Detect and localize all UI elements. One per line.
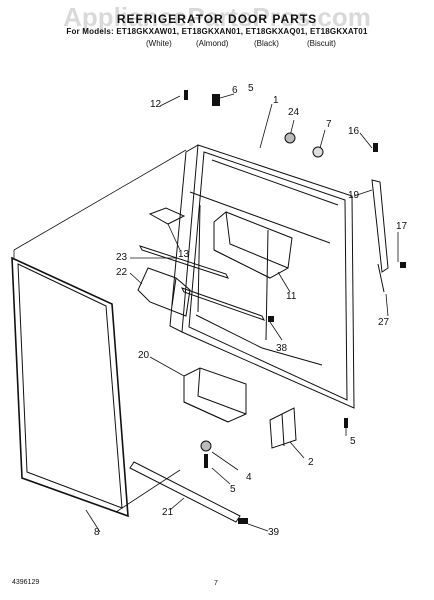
model-list: For Models: ET18GKXAW01, ET18GKXAN01, ET… bbox=[66, 27, 368, 36]
watermark: AppliancePartsPros.com bbox=[63, 2, 371, 32]
diagram-title: REFRIGERATOR DOOR PARTS bbox=[116, 12, 318, 26]
callout-21: 21 bbox=[162, 507, 174, 518]
callout-27: 27 bbox=[378, 317, 390, 328]
hardware bbox=[184, 90, 406, 524]
leader-lines bbox=[85, 93, 399, 533]
callout-5a: 5 bbox=[230, 484, 236, 495]
callout-11: 11 bbox=[286, 291, 297, 302]
shelf-bar-upper bbox=[139, 245, 229, 279]
callout-16: 16 bbox=[348, 126, 360, 137]
callout-5b: 5 bbox=[350, 436, 356, 447]
callout-38: 38 bbox=[276, 343, 288, 354]
callout-24: 24 bbox=[288, 107, 300, 118]
screw-part-38 bbox=[268, 316, 274, 322]
screw-part-6 bbox=[212, 94, 220, 106]
bushing-part-4 bbox=[200, 440, 212, 452]
dairy-door bbox=[137, 267, 191, 317]
callout-20: 20 bbox=[138, 350, 150, 361]
finish-label-white: (White) bbox=[146, 39, 172, 48]
callout-8: 8 bbox=[94, 527, 100, 538]
door-panel bbox=[169, 144, 355, 409]
page-number: 7 bbox=[214, 580, 218, 587]
doc-number: 4396129 bbox=[12, 579, 40, 586]
screw-part-39 bbox=[238, 518, 248, 524]
callout-17: 17 bbox=[396, 221, 408, 232]
callout-5c: 5 bbox=[248, 83, 254, 94]
callout-7: 7 bbox=[326, 119, 332, 130]
door-bin bbox=[183, 367, 247, 423]
bottom-trim bbox=[129, 461, 241, 523]
callout-19: 19 bbox=[348, 190, 360, 201]
callout-4: 4 bbox=[246, 472, 252, 483]
door-outline-ghost bbox=[13, 149, 187, 513]
shelf-bar-middle bbox=[181, 287, 265, 321]
door-stop-part-12 bbox=[184, 90, 188, 100]
screw-part-5-lower bbox=[204, 454, 208, 468]
callout-22: 22 bbox=[116, 267, 128, 278]
callout-12: 12 bbox=[150, 99, 162, 110]
screw-part-5-right bbox=[344, 418, 348, 428]
callout-13: 13 bbox=[178, 249, 190, 260]
callout-23: 23 bbox=[116, 252, 128, 263]
handle-cover bbox=[269, 407, 297, 449]
callout-2: 2 bbox=[308, 457, 314, 468]
cap-part-7 bbox=[312, 146, 324, 158]
screw-part-16 bbox=[373, 143, 378, 152]
hinge bbox=[371, 179, 389, 293]
plug-part-24 bbox=[284, 132, 296, 144]
door-gasket bbox=[11, 256, 129, 518]
callout-1: 1 bbox=[273, 95, 279, 106]
finish-label-almond: (Almond) bbox=[196, 39, 229, 48]
pad bbox=[148, 207, 186, 225]
callout-39: 39 bbox=[268, 527, 280, 538]
finish-label-black: (Black) bbox=[254, 39, 279, 48]
dairy-compartment bbox=[213, 211, 293, 279]
finish-label-biscuit: (Biscuit) bbox=[307, 39, 336, 48]
callout-6: 6 bbox=[232, 85, 238, 96]
pin-part-17 bbox=[400, 262, 406, 268]
